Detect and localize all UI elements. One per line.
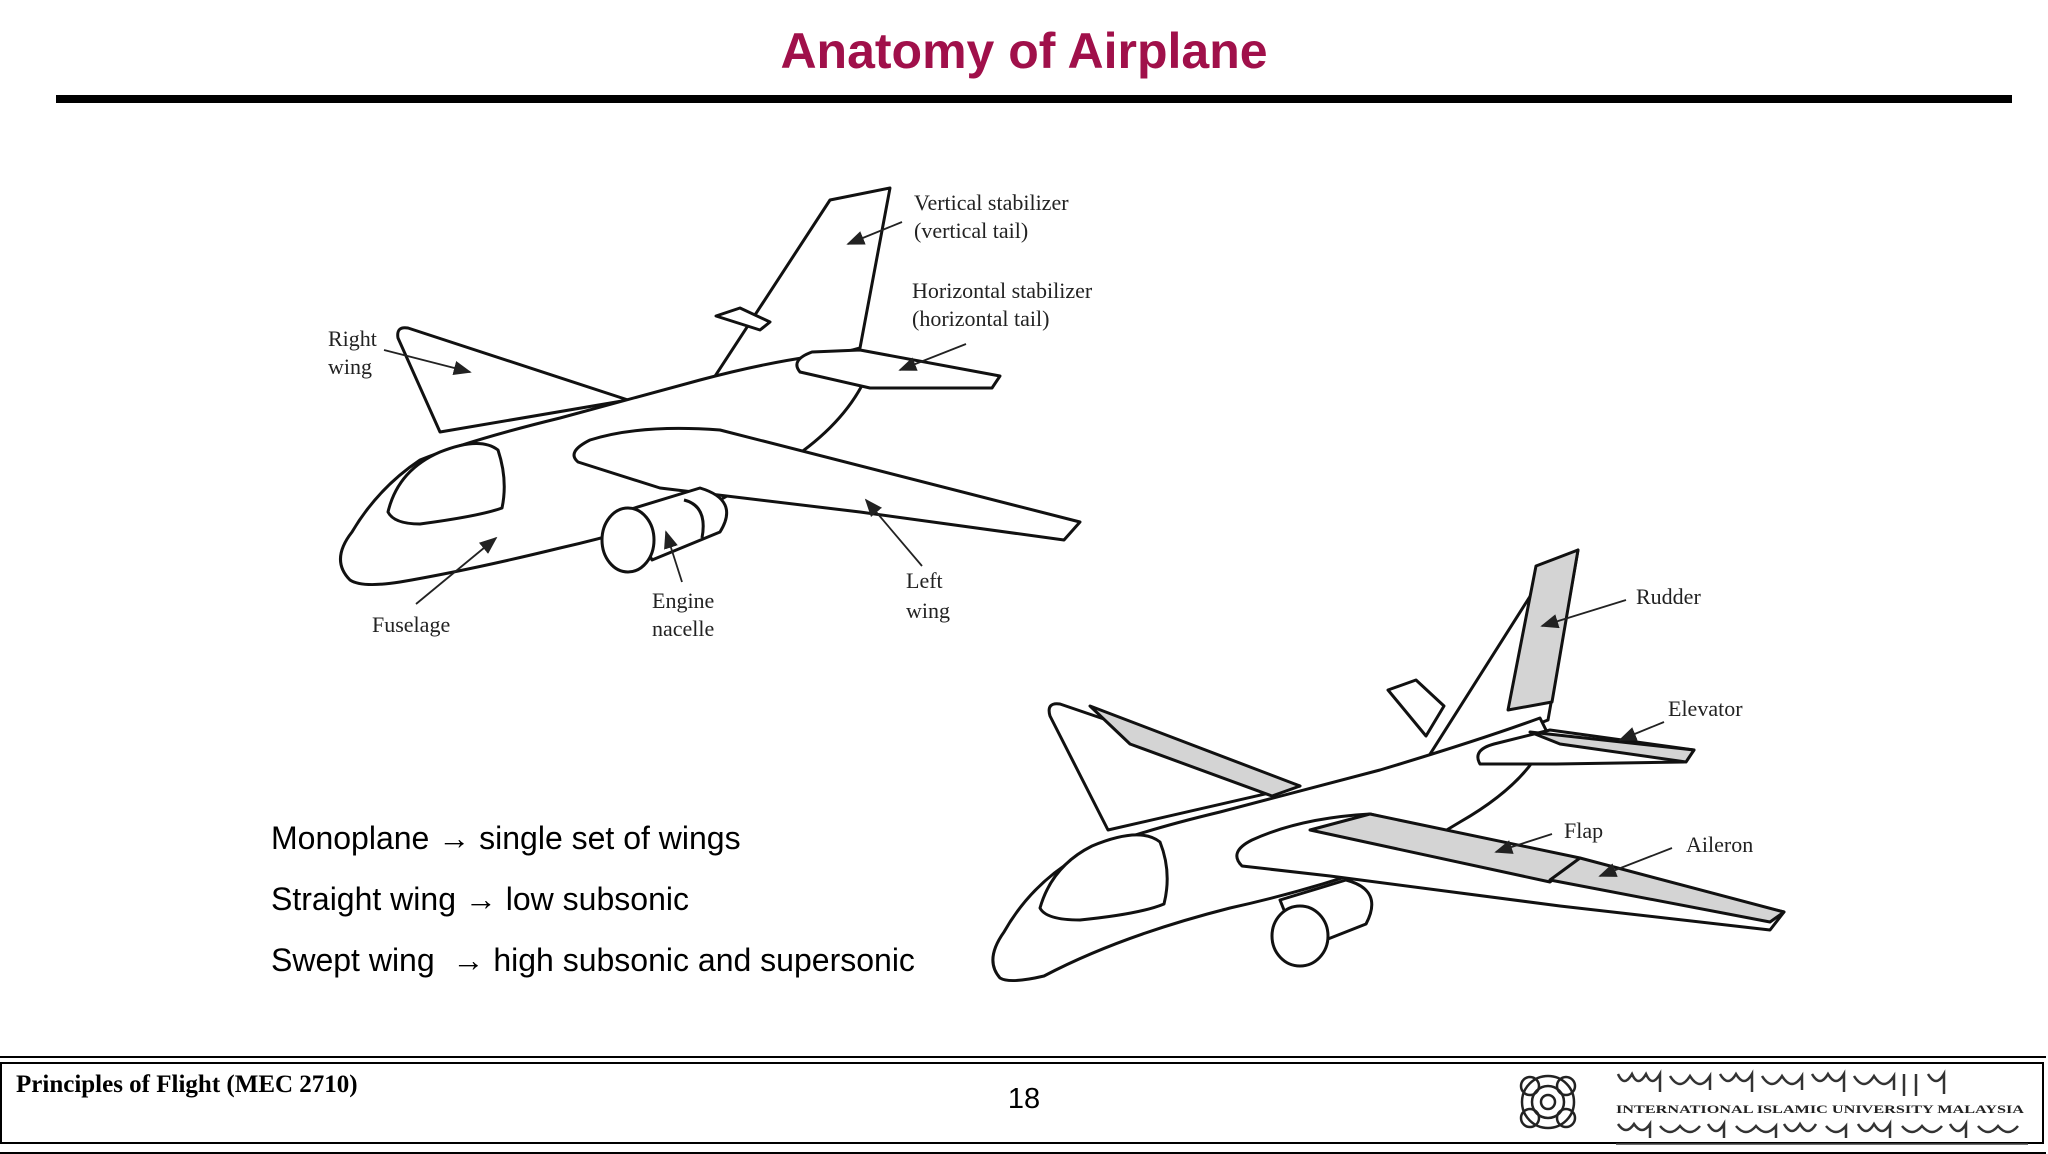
bullet-monoplane: Monoplane → single set of wings — [271, 820, 741, 856]
label-elevator: Elevator — [1668, 696, 1743, 721]
airplane-bottom — [991, 548, 1786, 983]
arabic-script-top — [1616, 1069, 1946, 1096]
right-aileron-shape — [1088, 704, 1302, 798]
label-right-wing-2: wing — [328, 354, 372, 379]
left-wing-shape — [572, 426, 1082, 542]
cockpit-shape — [386, 442, 506, 526]
label-left-wing-1: Left — [906, 568, 943, 593]
right-wing-shape-2 — [1047, 702, 1302, 832]
elevator-shape — [1528, 730, 1696, 764]
university-name-en: INTERNATIONAL ISLAMIC UNIVERSITY MALAYSI… — [1616, 1102, 2024, 1116]
title-divider — [56, 95, 2012, 103]
course-name: Principles of Flight (MEC 2710) — [16, 1071, 358, 1098]
rudder-shape — [1506, 548, 1580, 712]
label-horizontal-stabilizer: Horizontal stabilizer — [912, 278, 1093, 303]
label-left-wing-2: wing — [906, 598, 950, 623]
engine-intake-shape — [600, 506, 656, 574]
emblem-icon — [1519, 1074, 1577, 1130]
bullet-swept-wing: Swept wing → high subsonic and supersoni… — [271, 942, 915, 978]
jawi-script-bottom — [1616, 1119, 2019, 1138]
airplane-top — [339, 186, 1082, 587]
cockpit-shape-2 — [1038, 833, 1169, 922]
page-number: 18 — [1007, 1083, 1041, 1115]
label-fuselage: Fuselage — [372, 612, 450, 637]
label-engine: Engine — [652, 588, 714, 613]
airplane-diagrams: Vertical stabilizer (vertical tail) Hori… — [328, 186, 1786, 983]
label-flap: Flap — [1564, 818, 1603, 843]
label-aileron: Aileron — [1686, 832, 1753, 857]
slide-title: Anatomy of Airplane — [780, 23, 1268, 79]
label-rudder: Rudder — [1636, 584, 1701, 609]
label-nacelle: nacelle — [652, 616, 714, 641]
right-wing-shape — [396, 326, 630, 434]
label-horizontal-tail: (horizontal tail) — [912, 306, 1049, 331]
label-vertical-tail: (vertical tail) — [914, 218, 1028, 243]
engine-intake-shape-2 — [1270, 904, 1330, 968]
label-vertical-stabilizer: Vertical stabilizer — [914, 190, 1069, 215]
bullet-straight-wing: Straight wing → low subsonic — [271, 881, 689, 917]
footer-box — [0, 1062, 2044, 1144]
university-logo: INTERNATIONAL ISLAMIC UNIVERSITY MALAYSI… — [1519, 1069, 2028, 1145]
bullet-list: Monoplane → single set of wings Straight… — [271, 812, 915, 995]
label-right-wing-1: Right — [328, 326, 377, 351]
